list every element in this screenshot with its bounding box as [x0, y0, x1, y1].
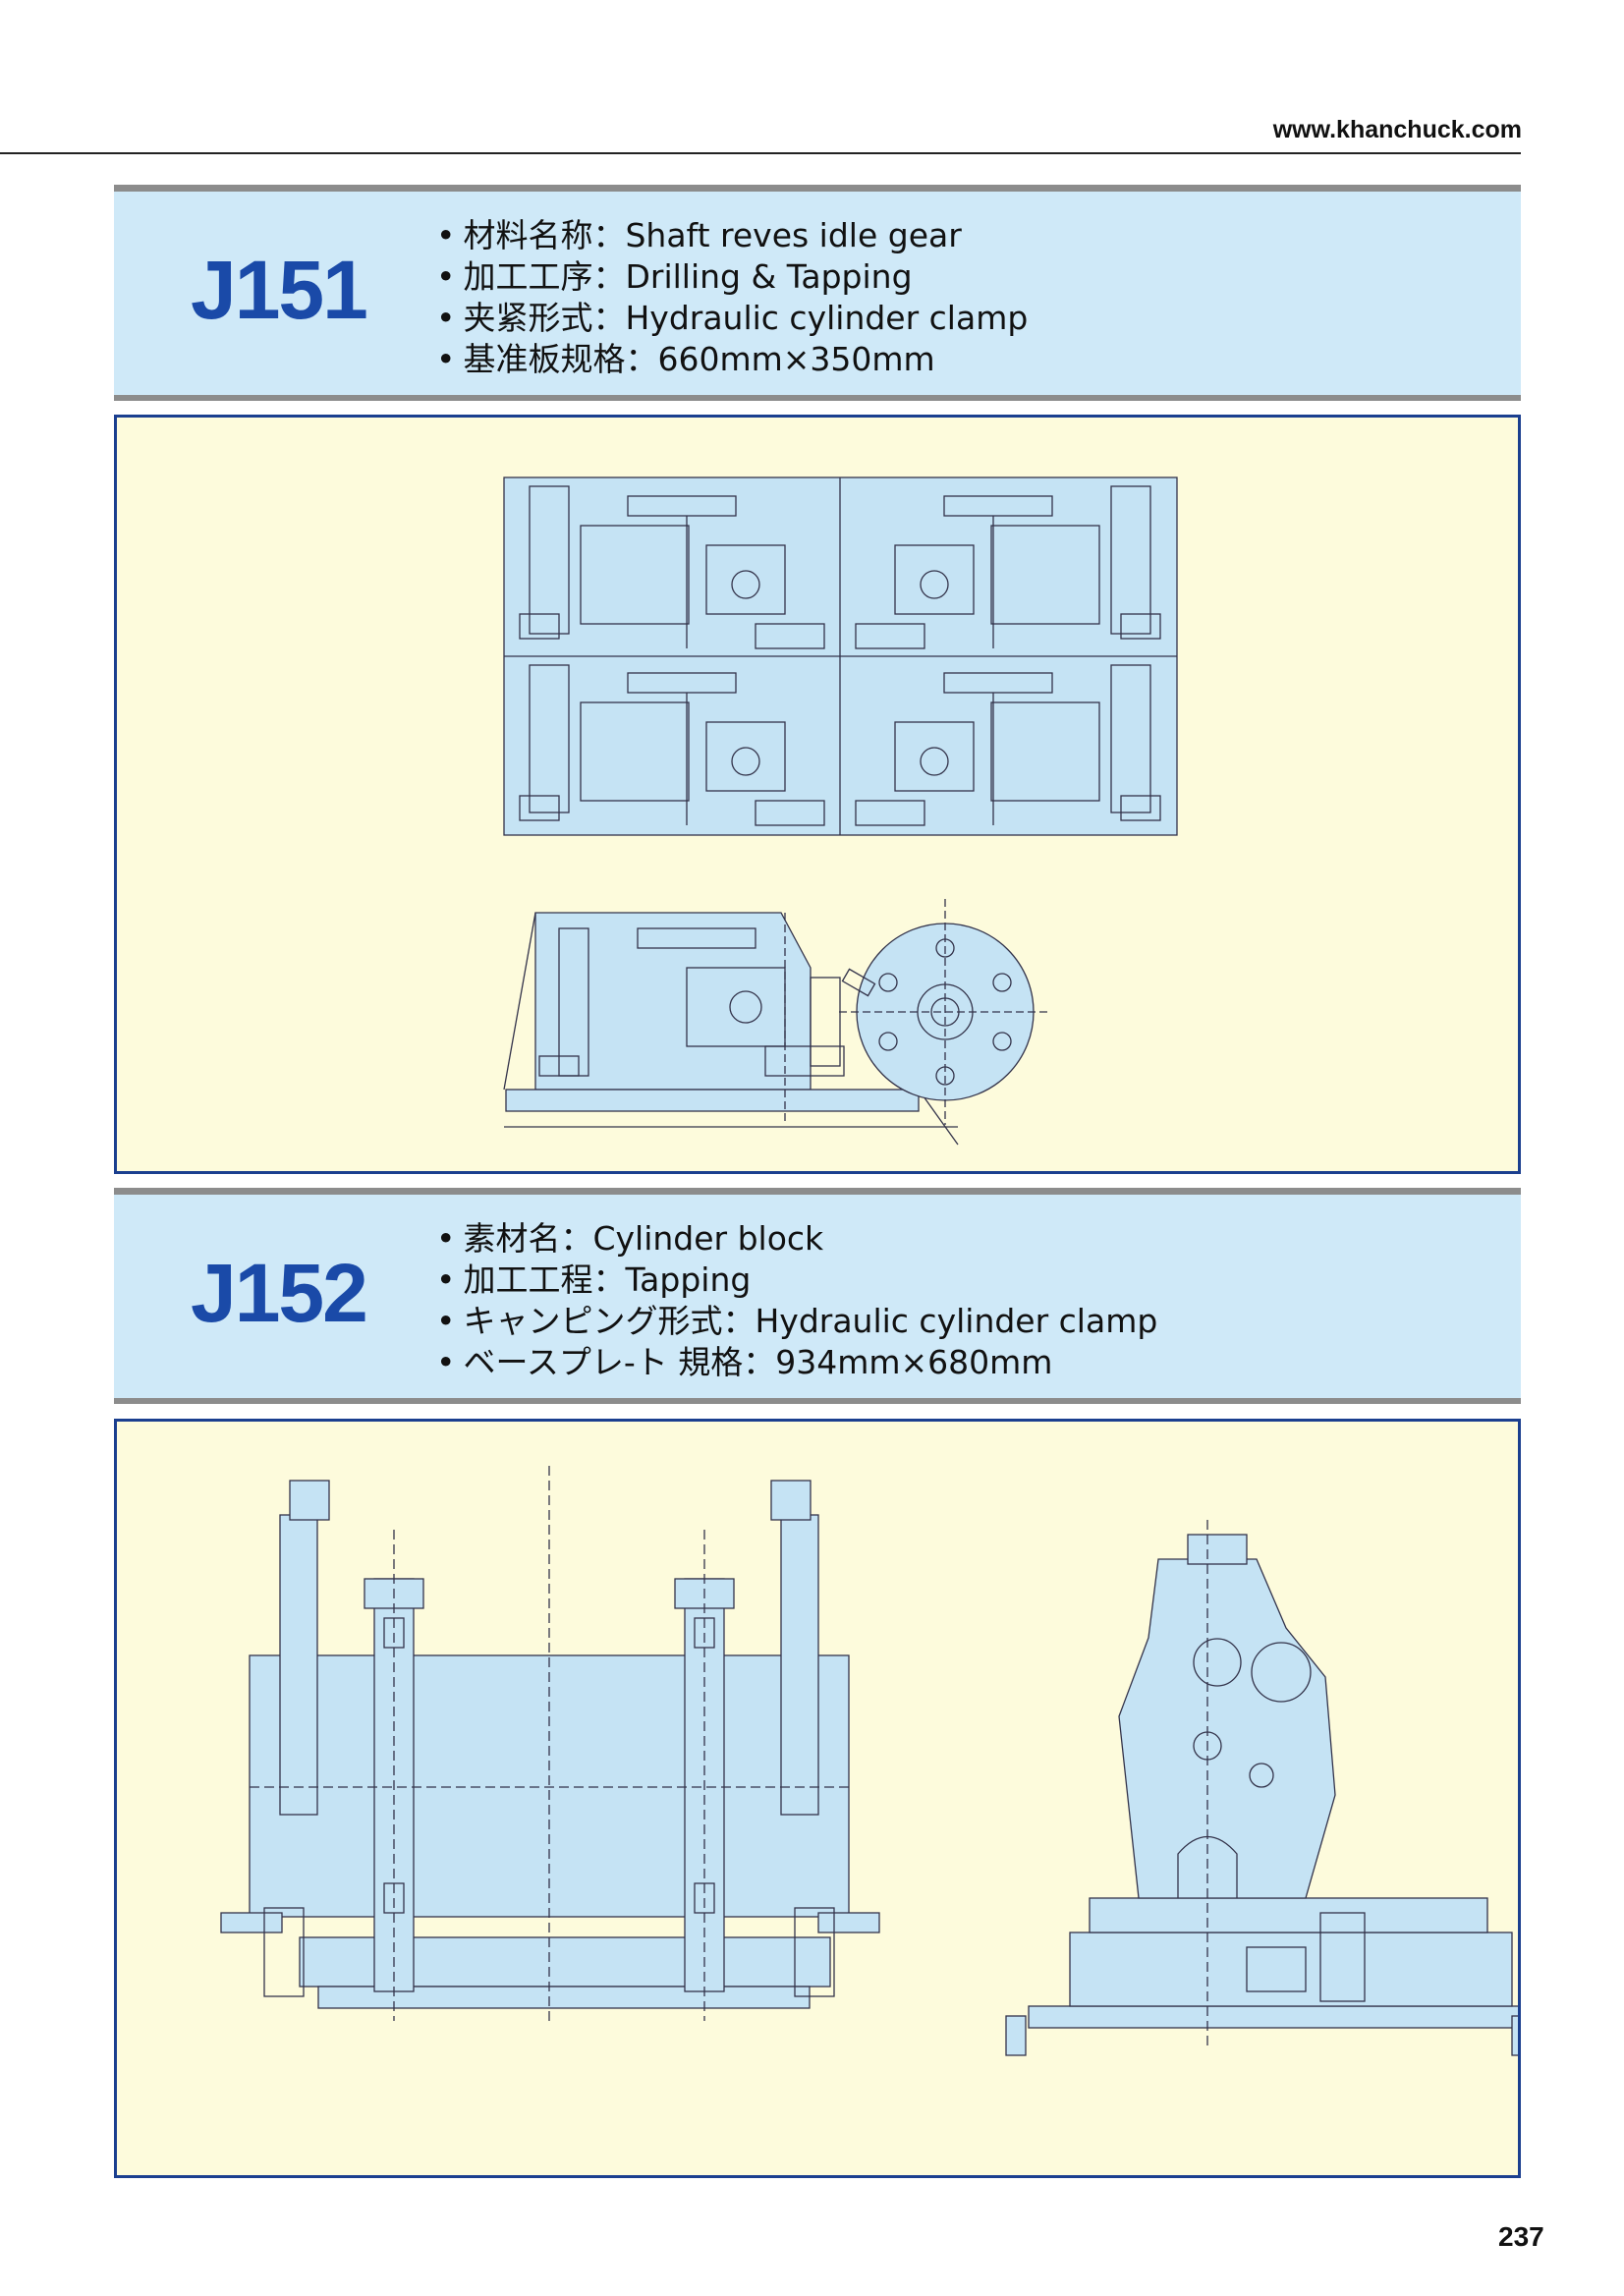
j152-header: J152 素材名：Cylinder block 加工工程：Tapping キャン… [114, 1188, 1521, 1404]
j151-code: J151 [191, 244, 368, 336]
j151-spec-list: 材料名称：Shaft reves idle gear 加工工序：Drilling… [436, 215, 1028, 380]
j151-plan-quadrant-tl [519, 485, 825, 649]
j151-plan-quadrant-br [855, 664, 1161, 826]
j151-spec-material: 材料名称：Shaft reves idle gear [436, 215, 1028, 256]
j152-code: J152 [191, 1247, 368, 1339]
j152-spec-list: 素材名：Cylinder block 加工工程：Tapping キャンピング形式… [436, 1218, 1157, 1383]
j152-spec-clamp: キャンピング形式：Hydraulic cylinder clamp [436, 1301, 1157, 1342]
j152-side-view [1005, 1520, 1518, 2056]
j151-plan-quadrant-bl [519, 664, 825, 826]
site-url[interactable]: www.khanchuck.com [1272, 116, 1522, 143]
j152-fixture-drawing [220, 1466, 1518, 2056]
j152-spec-material: 素材名：Cylinder block [436, 1218, 1157, 1260]
j152-front-view [220, 1466, 880, 2021]
page-number: 237 [1498, 2221, 1544, 2252]
j151-side-view [503, 912, 959, 1146]
j151-spec-process: 加工工序：Drilling & Tapping [436, 256, 1028, 298]
j151-fixture-drawing [503, 476, 1178, 1146]
j151-spec-clamp: 夹紧形式：Hydraulic cylinder clamp [436, 298, 1028, 339]
j152-drawing-panel [114, 1419, 1521, 2178]
j152-spec-baseplate: ベースプレ-ト 規格：934mm×680mm [436, 1342, 1157, 1383]
j151-spec-baseplate: 基准板规格：660mm×350mm [436, 339, 1028, 380]
j151-drawing-panel [114, 415, 1521, 1174]
j151-plan-quadrant-tr [855, 485, 1161, 649]
j151-chuck-front-view [839, 899, 1050, 1125]
top-rule [0, 152, 1521, 154]
j151-header: J151 材料名称：Shaft reves idle gear 加工工序：Dri… [114, 185, 1521, 401]
j152-spec-process: 加工工程：Tapping [436, 1260, 1157, 1301]
